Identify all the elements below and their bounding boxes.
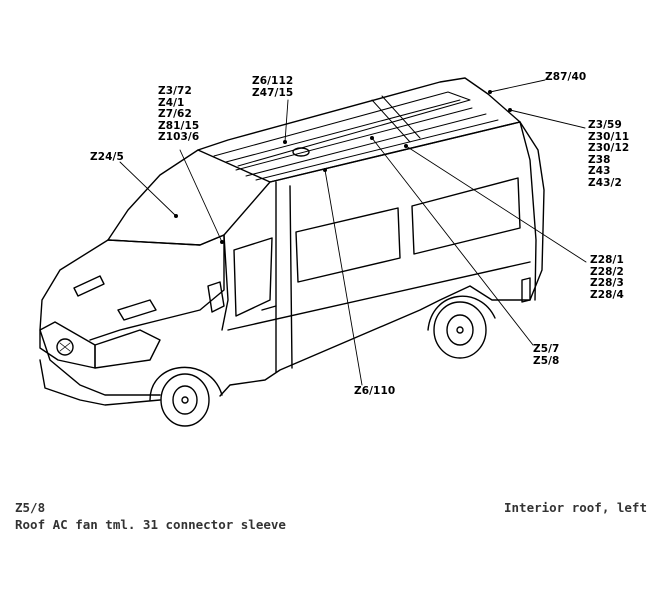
van-line-drawing (39, 77, 587, 427)
caption-component-id: Z5/8 (15, 500, 46, 515)
caption-location: Interior roof, left (504, 500, 647, 515)
front-wheel (160, 373, 210, 427)
callout-label: Z6/110 (354, 385, 396, 397)
callout-label: Z4/1 (158, 96, 185, 109)
callout-label: Z87/40 (545, 71, 587, 83)
rear-wheel-arch (427, 295, 496, 331)
callout-label: Z43/2 (588, 176, 622, 189)
rear-wheel (433, 301, 487, 359)
leader-dots (174, 90, 512, 244)
callout-roof-center-stack: Z6/112 Z47/15 (252, 75, 294, 99)
caption-component-description: Roof AC fan tml. 31 connector sleeve (15, 517, 286, 532)
roof-ribs (213, 91, 499, 181)
rear-wheel-center (456, 326, 464, 334)
mirror (207, 281, 225, 313)
callout-label: Z6/112 (252, 75, 294, 87)
front-wheel-center (181, 396, 189, 404)
callout-bottom-center: Z6/110 (354, 385, 396, 398)
callout-top-left-stack: Z3/72 Z4/1 Z7/62 Z81/15 Z103/6 (158, 85, 200, 144)
callout-label: Z28/3 (590, 277, 624, 290)
rear-light (521, 277, 531, 303)
callout-label: Z47/15 (252, 86, 294, 99)
callout-label: Z7/62 (158, 108, 192, 121)
callout-label: Z3/59 (588, 119, 622, 131)
callout-right-middle-stack: Z28/1 Z28/2 Z28/3 Z28/4 (590, 254, 624, 301)
headlight (94, 329, 161, 369)
callout-right-lower-stack: Z5/7 Z5/8 (533, 343, 560, 367)
callout-label: Z30/11 (588, 130, 630, 143)
hood (39, 239, 161, 396)
bonnet-vent-left (73, 275, 105, 297)
callout-label: Z5/8 (533, 354, 560, 367)
van-side-panel (219, 121, 545, 397)
sliding-door-line (289, 185, 293, 369)
side-crease (227, 261, 531, 331)
bonnet-vent-right (117, 299, 157, 321)
side-window-2 (411, 177, 521, 255)
grille-badge-star (59, 342, 71, 352)
grille-badge (56, 338, 74, 356)
side-window-1 (295, 207, 401, 283)
callout-label: Z38 (588, 153, 611, 166)
a-pillar (221, 234, 229, 331)
front-wheel-arch (149, 366, 223, 401)
callout-windshield: Z24/5 (90, 151, 124, 164)
rear-wheel-hub (446, 314, 474, 346)
callout-label: Z24/5 (90, 151, 124, 163)
callout-label: Z3/72 (158, 85, 192, 97)
side-window-front (233, 237, 273, 317)
van-rear-edge (519, 121, 537, 301)
leader-lines (119, 79, 587, 386)
callout-right-upper-stack: Z3/59 Z30/11 Z30/12 Z38 Z43 Z43/2 (588, 119, 630, 190)
callout-label: Z43 (588, 165, 611, 178)
callout-label: Z103/6 (158, 131, 200, 144)
door-handle (261, 305, 277, 311)
front-wheel-hub (172, 385, 198, 415)
hood-line (89, 234, 225, 341)
callout-label: Z81/15 (158, 119, 200, 132)
callout-label: Z30/12 (588, 142, 630, 155)
roof-vent (292, 147, 310, 157)
front-bumper (39, 359, 161, 406)
van-roof (197, 77, 521, 183)
callout-label: Z28/4 (590, 288, 624, 301)
callout-label: Z28/2 (590, 265, 624, 278)
callout-label: Z5/7 (533, 343, 560, 355)
callout-label: Z28/1 (590, 254, 624, 266)
callout-rear-top: Z87/40 (545, 71, 587, 84)
